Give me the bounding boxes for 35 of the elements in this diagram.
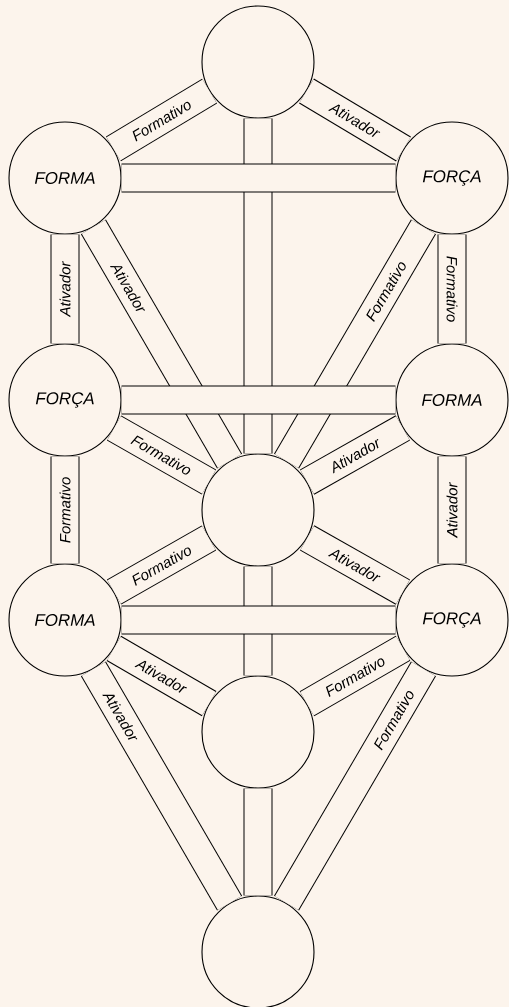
band-path: [106, 635, 217, 717]
circle-node: [201, 675, 315, 789]
band-path: [300, 415, 410, 495]
band-path: [243, 788, 273, 896]
circle-node: FORMA: [8, 121, 122, 235]
band-path: [106, 525, 217, 605]
band-path: [299, 635, 411, 717]
circle-node: FORMA: [8, 563, 122, 677]
circle-node: FORÇA: [8, 343, 122, 457]
edge-label: Formativo: [446, 256, 458, 322]
band-path: [437, 456, 467, 564]
circle-node: [201, 5, 315, 119]
band-path: [243, 566, 273, 676]
circle-node: FORMA: [395, 343, 509, 457]
edge-label: Ativador: [59, 261, 71, 318]
band-path: [274, 661, 436, 911]
band-path: [121, 163, 396, 193]
circle-node: [201, 453, 315, 567]
band-path: [50, 234, 80, 344]
band-path: [80, 219, 243, 469]
band-path: [437, 234, 467, 344]
circle-node: FORÇA: [395, 121, 509, 235]
band-path: [300, 525, 410, 605]
band-path: [274, 219, 436, 469]
band-path: [121, 605, 396, 635]
edge-label: Formativo: [59, 477, 71, 543]
band-path: [106, 78, 217, 162]
band-path: [299, 78, 411, 162]
band-path: [50, 456, 80, 564]
band-path: [106, 415, 217, 495]
band-path: [80, 661, 243, 911]
edge-label: Ativador: [446, 482, 458, 539]
circle-node: FORÇA: [395, 563, 509, 677]
band-path: [243, 118, 273, 454]
band-path: [121, 385, 396, 415]
